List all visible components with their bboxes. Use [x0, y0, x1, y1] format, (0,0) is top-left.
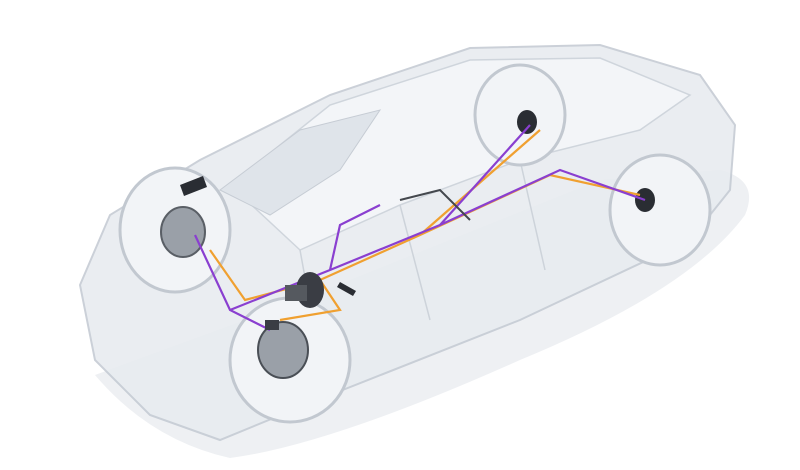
wheel-front-left	[118, 166, 232, 294]
parking-brake-cable	[399, 188, 471, 221]
caliper-front-right	[265, 320, 279, 330]
brake-booster-unit	[285, 272, 324, 308]
control-unit	[180, 176, 207, 196]
brake-pedal	[337, 282, 356, 296]
wheel-rear-left	[473, 63, 567, 167]
wheel-rear-right	[608, 153, 712, 267]
car-roof	[228, 57, 692, 251]
windshield	[219, 109, 382, 216]
brake-line-orange	[209, 129, 641, 322]
brake-line-purple	[194, 124, 646, 331]
wheel-front-right	[228, 296, 352, 424]
